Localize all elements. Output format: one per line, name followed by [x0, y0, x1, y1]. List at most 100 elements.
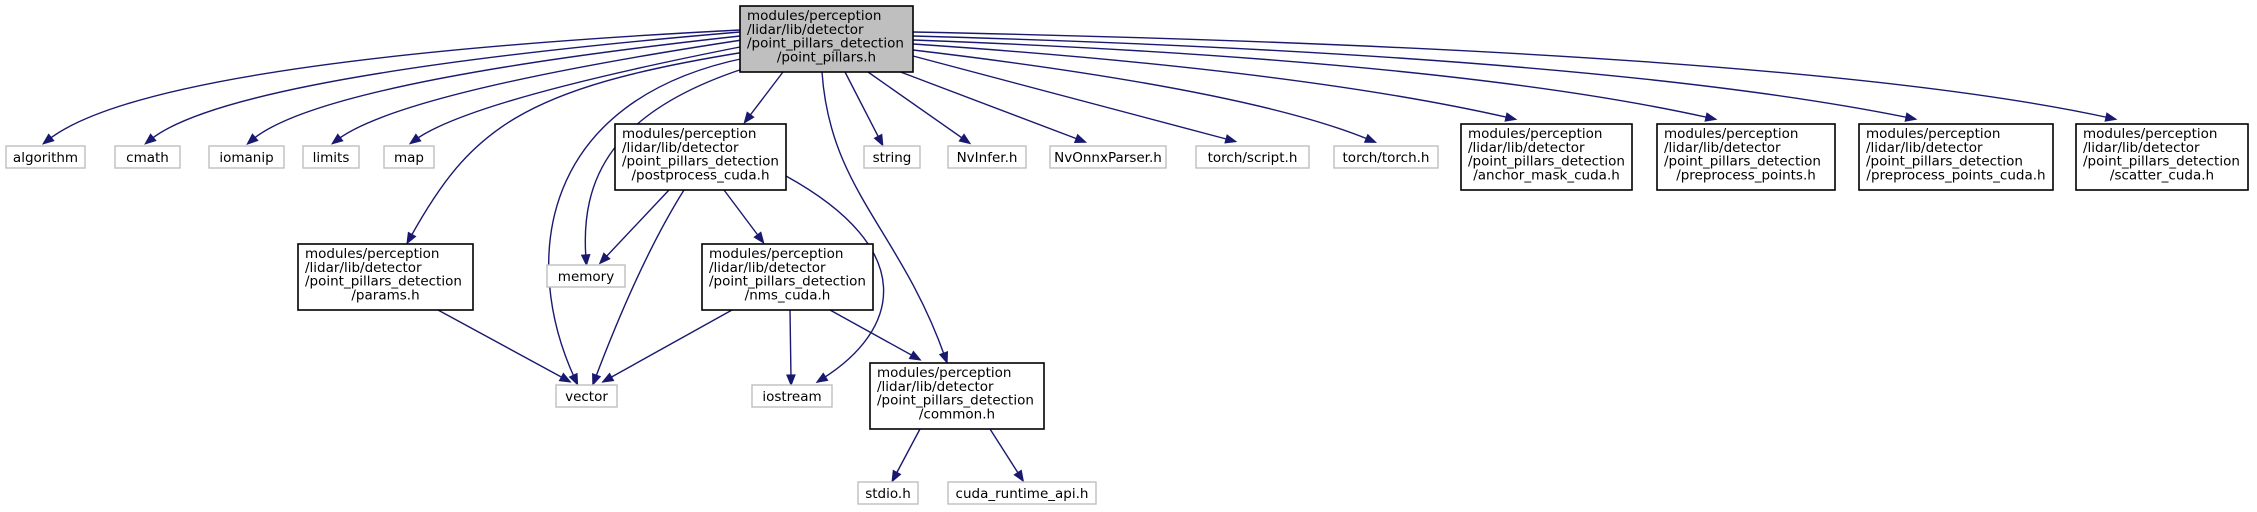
edge-pp-to-nvinfer	[867, 71, 972, 145]
node-label-line: cuda_runtime_api.h	[956, 486, 1089, 502]
edge-line	[912, 55, 1231, 141]
edge-pp-to-map	[408, 45, 746, 145]
arrowhead	[592, 372, 602, 387]
node-scatter[interactable]: modules/perception/lidar/lib/detector/po…	[2075, 123, 2249, 191]
node-label-line: /lidar/lib/detector	[877, 379, 994, 395]
node-label-line: string	[873, 150, 912, 166]
edge-line	[912, 43, 1511, 119]
edge-line	[548, 57, 746, 380]
node-map[interactable]: map	[383, 145, 435, 169]
node-preprocess-points-cuda[interactable]: modules/perception/lidar/lib/detector/po…	[1858, 123, 2054, 191]
node-label-line: /lidar/lib/detector	[305, 260, 422, 276]
node-box	[5, 145, 86, 169]
node-label-line: /point_pillars_detection	[2083, 154, 2240, 170]
node-nvinfer[interactable]: NvInfer.h	[947, 145, 1027, 169]
node-box	[208, 145, 285, 169]
node-torchscript[interactable]: torch/script.h	[1195, 145, 1310, 169]
node-box	[297, 243, 474, 311]
node-box	[1858, 123, 2054, 191]
edge-nms-to-vector	[601, 309, 733, 383]
edge-pp-to-string	[844, 71, 884, 147]
node-label-line: /lidar/lib/detector	[747, 22, 864, 38]
node-common[interactable]: modules/perception/lidar/lib/detector/po…	[869, 362, 1045, 430]
node-pp[interactable]: modules/perception/lidar/lib/detector/po…	[739, 5, 914, 73]
node-nvonnx[interactable]: NvOnnxParser.h	[1049, 145, 1167, 169]
node-box	[1195, 145, 1310, 169]
node-label-line: /lidar/lib/detector	[709, 260, 826, 276]
node-label-line: /lidar/lib/detector	[1468, 140, 1585, 156]
node-box	[751, 384, 833, 408]
node-cudaapi[interactable]: cuda_runtime_api.h	[947, 481, 1097, 505]
edge-postprocess-to-iostream	[785, 175, 885, 384]
node-label-line: /preprocess_points.h	[1676, 167, 1816, 183]
node-box	[947, 481, 1097, 505]
arrowhead	[1904, 112, 1918, 122]
arrowhead	[408, 133, 422, 145]
node-label-line: limits	[313, 150, 350, 166]
edge-nms-to-iostream	[786, 309, 796, 387]
edge-line	[889, 67, 1081, 141]
edges-layer	[42, 29, 2118, 483]
node-label-line: modules/perception	[709, 246, 843, 262]
edge-common-to-cudaapi	[989, 428, 1025, 483]
node-label-line: /lidar/lib/detector	[622, 140, 739, 156]
node-label-line: torch/torch.h	[1343, 150, 1430, 166]
arrowhead	[568, 372, 579, 386]
arrowhead	[598, 252, 611, 265]
node-box	[383, 145, 435, 169]
edge-postprocess-to-memory	[598, 189, 670, 265]
node-anchor[interactable]: modules/perception/lidar/lib/detector/po…	[1460, 123, 1633, 191]
node-label-line: iostream	[762, 389, 821, 405]
node-preprocess-points[interactable]: modules/perception/lidar/lib/detector/po…	[1656, 123, 1836, 191]
node-box	[701, 243, 874, 311]
arrowhead	[1073, 133, 1088, 143]
node-iomanip[interactable]: iomanip	[208, 145, 285, 169]
node-vector[interactable]: vector	[555, 384, 618, 408]
node-box	[546, 264, 626, 288]
edge-line	[844, 71, 881, 141]
edge-params-to-vector	[437, 309, 572, 383]
node-box	[114, 145, 181, 169]
edge-pp-to-params	[406, 51, 746, 245]
node-label-line: stdio.h	[865, 486, 911, 502]
node-nms[interactable]: modules/perception/lidar/lib/detector/po…	[701, 243, 874, 311]
edge-line	[584, 65, 753, 260]
edge-postprocess-to-vector	[592, 189, 685, 387]
node-label-line: /point_pillars_detection	[305, 274, 462, 290]
edge-nms-to-common	[829, 309, 922, 361]
edge-pp-to-torchtorch	[912, 49, 1378, 143]
node-box	[1333, 145, 1439, 169]
node-limits[interactable]: limits	[302, 145, 360, 169]
edge-pp-to-vector	[548, 57, 746, 386]
node-label-line: /scatter_cuda.h	[2110, 167, 2214, 183]
edge-line	[414, 45, 746, 141]
arrowhead	[246, 133, 259, 145]
edge-pp-to-memory	[580, 65, 753, 267]
node-label-line: map	[394, 150, 424, 166]
node-iostream[interactable]: iostream	[751, 384, 833, 408]
node-params[interactable]: modules/perception/lidar/lib/detector/po…	[297, 243, 474, 311]
node-torchtorch[interactable]: torch/torch.h	[1333, 145, 1439, 169]
edge-line	[723, 189, 761, 239]
node-stdio[interactable]: stdio.h	[857, 481, 919, 505]
node-cmath[interactable]: cmath	[114, 145, 181, 169]
edge-pp-to-limits	[330, 39, 743, 145]
node-memory[interactable]: memory	[546, 264, 626, 288]
edge-pp-to-postprocess	[743, 71, 784, 125]
node-label-line: vector	[565, 389, 608, 405]
node-box	[1460, 123, 1633, 191]
arrowhead	[580, 254, 591, 267]
edge-line	[821, 71, 946, 358]
node-label-line: /point_pillars_detection	[747, 36, 904, 52]
node-box	[1656, 123, 1836, 191]
edge-pp-to-torchscript	[912, 55, 1238, 144]
edge-line	[912, 35, 1911, 119]
arrowhead	[958, 133, 972, 145]
arrowhead	[1504, 112, 1518, 122]
node-label-line: /point_pillars_detection	[1866, 154, 2023, 170]
arrowhead	[406, 231, 417, 245]
edge-line	[989, 428, 1021, 477]
node-postprocess[interactable]: modules/perception/lidar/lib/detector/po…	[614, 123, 787, 191]
node-algorithm[interactable]: algorithm	[5, 145, 86, 169]
node-string[interactable]: string	[863, 145, 921, 169]
